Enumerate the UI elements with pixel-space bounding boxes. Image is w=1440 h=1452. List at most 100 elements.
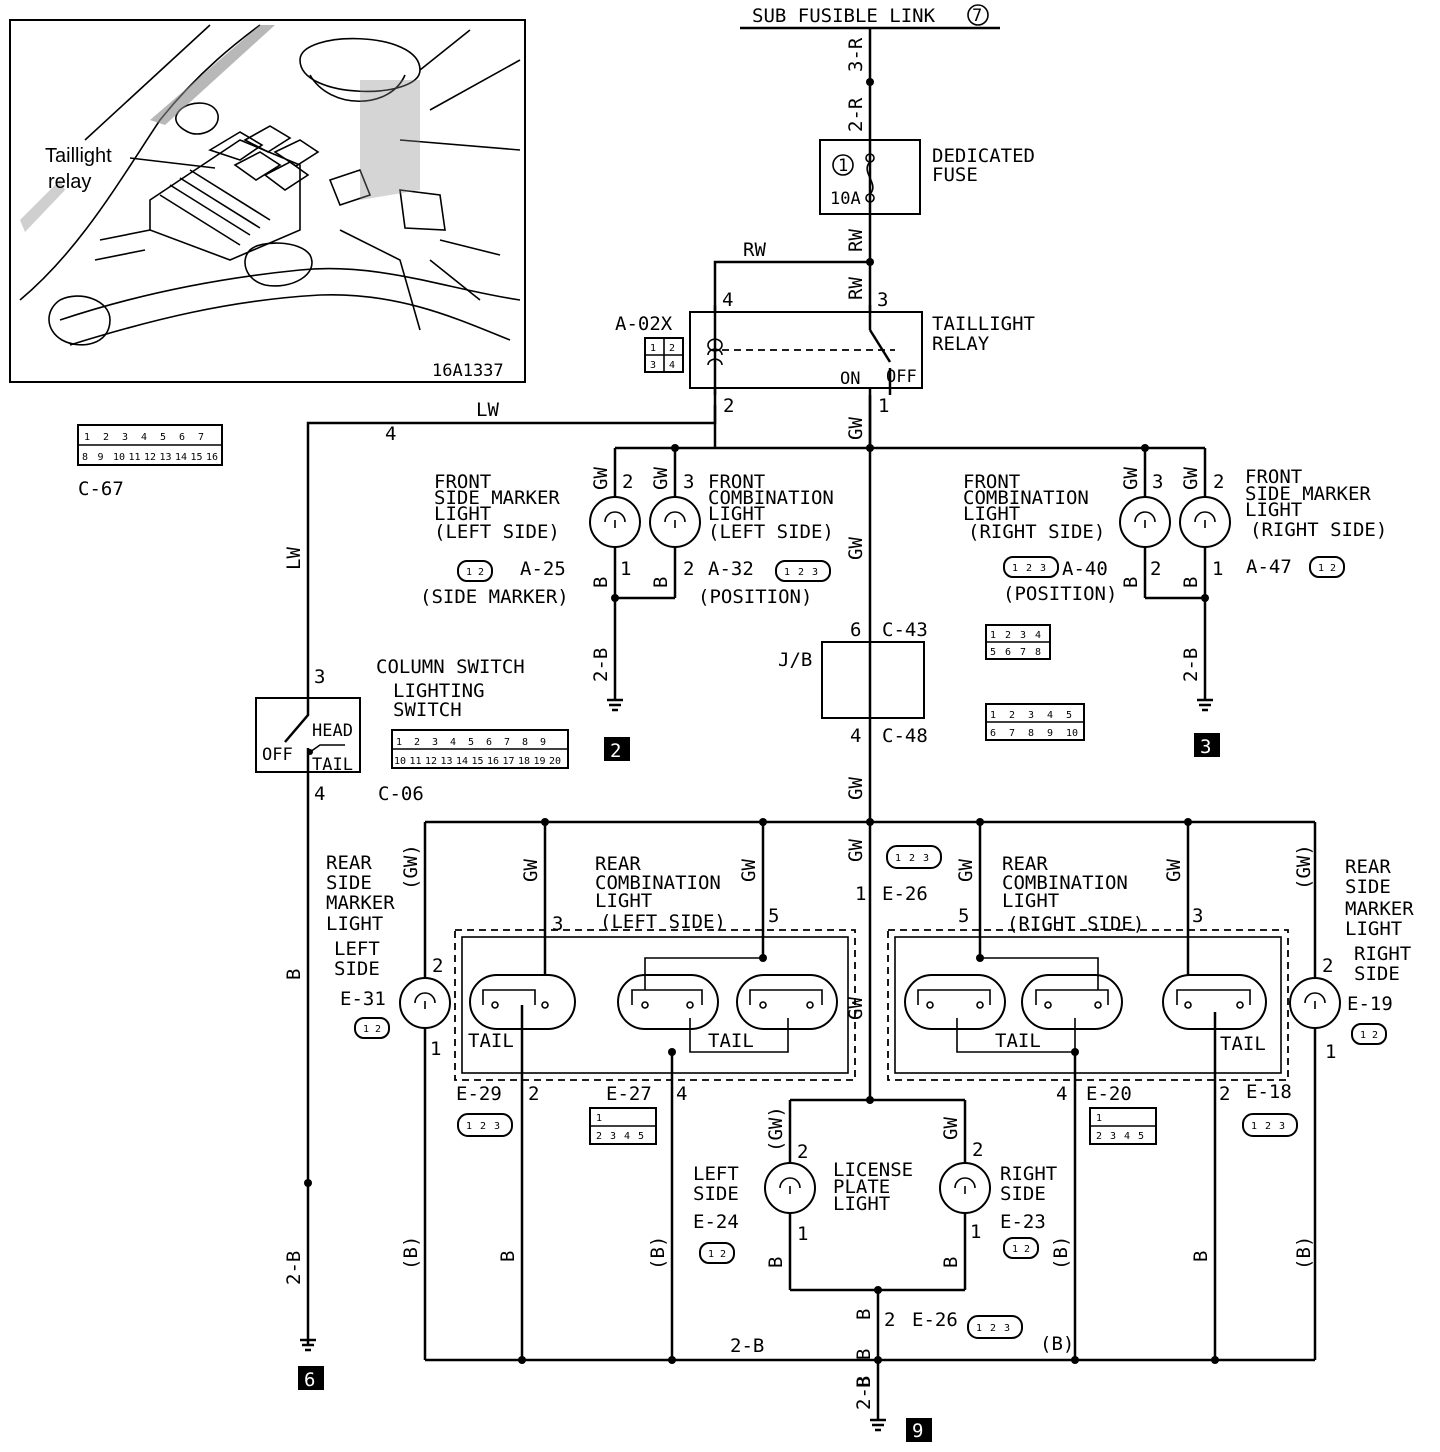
rrm-connector: E-19: [1347, 993, 1393, 1015]
rlc-wire-pb: (B): [647, 1236, 669, 1270]
rrm-pin-bottom: 1: [1325, 1041, 1336, 1063]
rlm-connector: E-31: [340, 988, 386, 1010]
flm-line2: SIDE MARKER: [434, 487, 560, 509]
rlc-line2: COMBINATION: [595, 872, 721, 894]
relay-pin-2: 2: [723, 395, 734, 417]
license-plate-light: LICENSE PLATE LIGHT LEFT SIDE E-24 RIGHT…: [693, 1096, 1057, 1420]
flm-connector: A-25: [520, 558, 566, 580]
c67-label: C-67: [78, 478, 124, 500]
frc-wire-top: GW: [1120, 467, 1142, 490]
e29-pin: 2: [480, 1121, 486, 1132]
c06-pin: 14: [456, 756, 468, 767]
e26-top-pin: 2: [909, 853, 915, 864]
flc-line3: LIGHT: [708, 503, 765, 525]
wire-rw-right: RW: [845, 277, 867, 300]
c48-pin: 4: [1047, 710, 1053, 721]
switch-head: HEAD: [312, 721, 353, 741]
fusible-link-number-icon: [967, 4, 989, 26]
e20-pin: 1: [1096, 1113, 1102, 1124]
e26-top-pin: 3: [923, 853, 929, 864]
c43-pin: 8: [1035, 647, 1041, 658]
c67-pin: 2: [103, 432, 109, 443]
c67-pin: 5: [160, 432, 166, 443]
c48-pin: 2: [1009, 710, 1015, 721]
lw-vertical-label: LW: [283, 547, 305, 570]
e26-bottom-pin: 1: [976, 1323, 982, 1334]
rear-frame-wires: (GW) (GW) (B) (B): [400, 818, 1317, 1362]
rrc-pin-2: 2: [1219, 1083, 1230, 1105]
frm-connector: A-47: [1246, 556, 1292, 578]
rrc-tail-b: TAIL: [1220, 1033, 1266, 1055]
relay-pin-1: 1: [878, 395, 889, 417]
e27-pin: 1: [596, 1113, 602, 1124]
rrc-pin-5: 5: [958, 905, 969, 927]
bottom-b2: B: [853, 1349, 875, 1360]
rlc-wire-gw2: GW: [738, 859, 760, 882]
e24-pin: 1: [708, 1249, 714, 1260]
e27-pin: 3: [610, 1131, 616, 1142]
e27-pin: 5: [638, 1131, 644, 1142]
license-pin-rt: 2: [972, 1139, 983, 1161]
c43-pin: 7: [1020, 647, 1026, 658]
bottom-ground-section: 2-B (B) B B B 2 E-26 2-B 9: [518, 1309, 1219, 1442]
c43-pin: 3: [1020, 630, 1026, 641]
c06-pin: 7: [504, 737, 510, 748]
switch-off: OFF: [262, 745, 293, 765]
relay-conn-pin: 2: [669, 343, 675, 354]
rrc-conn-b: E-18: [1246, 1081, 1292, 1103]
rrc-wire-gw2: GW: [1163, 859, 1185, 882]
a47-pin: 1: [1318, 563, 1324, 574]
c06-pin: 10: [394, 756, 406, 767]
fuse-label-line2: FUSE: [932, 164, 978, 186]
rlm-line2: SIDE: [326, 872, 372, 894]
relay-pin-4: 4: [722, 289, 733, 311]
engine-bay-inset: Taillight relay 16A1337: [9, 19, 526, 383]
rrc-line3: LIGHT: [1002, 890, 1059, 912]
flm-line4: (LEFT SIDE): [434, 521, 560, 543]
e20-pin: 3: [1110, 1131, 1116, 1142]
flc-connector: A-32: [708, 558, 754, 580]
rrc-wire-gw1: GW: [955, 859, 977, 882]
a40-pin: 3: [1040, 563, 1046, 574]
e18-pin: 2: [1265, 1121, 1271, 1132]
front-right-side-marker-light: 2 1 GW B FRONT SIDE MARKER LIGHT (RIGHT …: [1179, 448, 1387, 700]
rrc-line2: COMBINATION: [1002, 872, 1128, 894]
flm-pin-bottom: 1: [620, 558, 631, 580]
wire-rw-fuse: RW: [845, 229, 867, 252]
license-left-conn: E-24: [693, 1211, 739, 1233]
c06-pin: 1: [396, 737, 402, 748]
c06-pin: 20: [549, 756, 561, 767]
flc-pin-top: 3: [683, 471, 694, 493]
ground-right-wire: 2-B: [1180, 648, 1202, 682]
e20-pin: 5: [1138, 1131, 1144, 1142]
e19-pin: 2: [1372, 1030, 1378, 1041]
c43-pin: 6: [1005, 647, 1011, 658]
e23-pin: 1: [1012, 1244, 1018, 1255]
license-right-conn: E-23: [1000, 1211, 1046, 1233]
bottom-e26: E-26: [912, 1309, 958, 1331]
ground-2-number: 2: [610, 740, 621, 762]
c06-pin: 19: [534, 756, 546, 767]
bottom-b1: B: [853, 1309, 875, 1320]
inset-callout-line2: relay: [48, 171, 91, 193]
license-wire-rt: GW: [940, 1117, 962, 1140]
relay-connector-label: A-02X: [615, 313, 673, 335]
column-switch: HEAD OFF TAIL 3 4 COLUMN SWITCH LIGHTING…: [255, 656, 569, 1391]
e27-pin: 4: [624, 1131, 630, 1142]
flm-pin-top: 2: [622, 471, 633, 493]
relay-conn-pin: 4: [669, 360, 675, 371]
relay-pin-3: 3: [877, 289, 888, 311]
ground-2: 2-B 2: [590, 648, 630, 762]
frm-line2: SIDE MARKER: [1245, 483, 1371, 505]
rlc-tail-a: TAIL: [468, 1030, 514, 1052]
license-pin-lt: 2: [797, 1141, 808, 1163]
rrc-wire-b: B: [1190, 1251, 1212, 1262]
flm-wire-top: GW: [590, 467, 612, 490]
rear-right-gw: (GW): [1293, 844, 1315, 890]
rlc-line1: REAR: [595, 853, 641, 875]
c67-pin: 14: [175, 452, 187, 463]
lw-wire-label: LW: [476, 399, 499, 421]
switch-wire-2b: 2-B: [283, 1251, 305, 1285]
flc-line2: COMBINATION: [708, 487, 834, 509]
rlc-wire-b: B: [497, 1251, 519, 1262]
